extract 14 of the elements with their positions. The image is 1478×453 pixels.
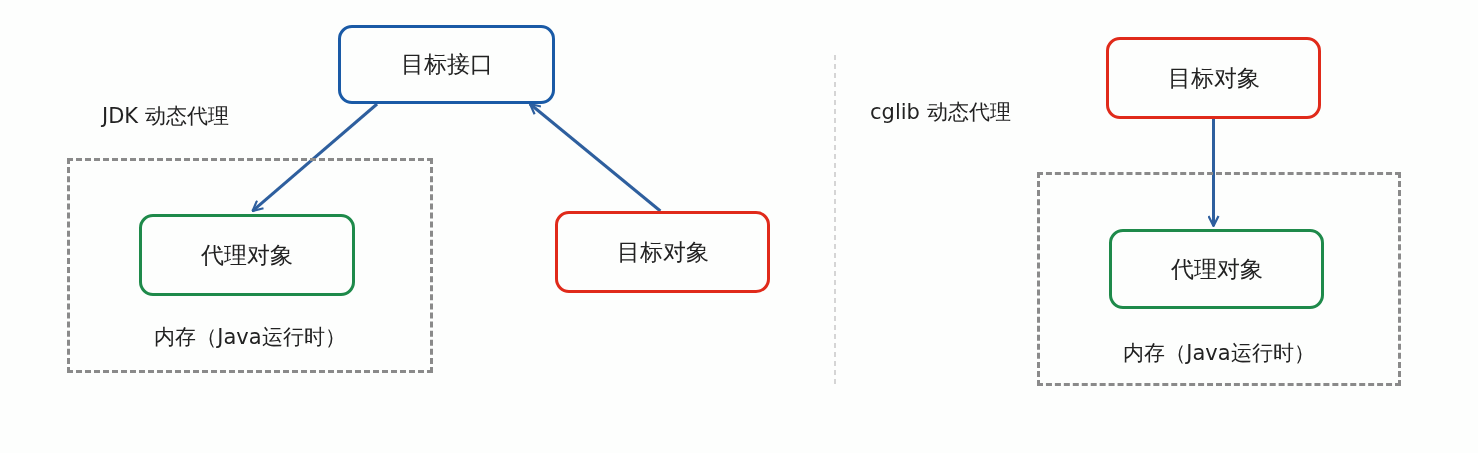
target-object-box: 目标对象 <box>555 211 770 293</box>
section-title: JDK 动态代理 <box>102 103 229 130</box>
arrow <box>1207 119 1220 228</box>
target-object-box: 目标对象 <box>1106 37 1321 119</box>
dashed-region-box <box>67 158 433 373</box>
arrow <box>251 102 379 213</box>
region-label: 内存（Java运行时） <box>153 324 347 351</box>
proxy-object-box: 代理对象 <box>1109 229 1324 309</box>
dashed-region-box <box>1037 172 1401 386</box>
proxy-object-box: 代理对象 <box>139 214 355 296</box>
region-label: 内存（Java运行时） <box>1122 340 1316 367</box>
arrow <box>528 102 662 213</box>
interface-box: 目标接口 <box>338 25 555 104</box>
section-title: cglib 动态代理 <box>870 99 1011 126</box>
